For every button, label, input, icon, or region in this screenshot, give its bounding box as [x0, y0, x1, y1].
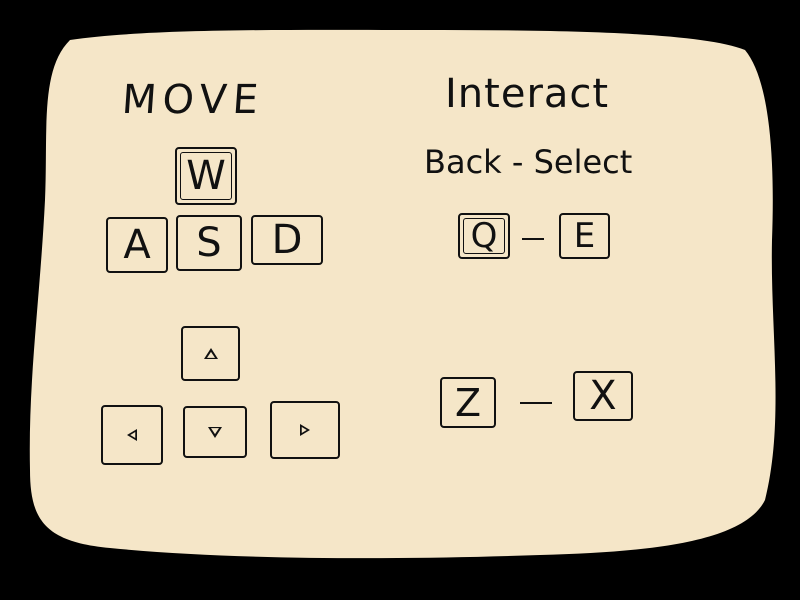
key-d-label: D	[271, 217, 303, 263]
key-q-inner-border	[463, 218, 505, 254]
key-z: Z	[440, 377, 496, 428]
key-e-label: E	[573, 216, 596, 256]
key-a-label: A	[123, 222, 151, 268]
interact-subtitle: Back - Select	[424, 143, 633, 181]
key-arrow-left	[101, 405, 163, 465]
key-e: E	[559, 213, 610, 259]
key-q: Q	[458, 213, 510, 259]
key-arrow-up	[181, 326, 240, 381]
interact-title: Interact	[445, 71, 610, 117]
key-x-label: X	[589, 373, 617, 419]
key-w-label: W	[186, 153, 226, 199]
key-d: D	[251, 215, 323, 265]
key-x: X	[573, 371, 633, 421]
key-s-label: S	[196, 220, 222, 266]
key-s: S	[176, 215, 242, 271]
key-arrow-down	[183, 406, 247, 458]
card-background	[29, 29, 776, 559]
key-z-label: Z	[454, 380, 482, 425]
key-arrow-right	[270, 401, 340, 459]
separator-dash-1	[522, 238, 544, 240]
key-w-inner-border	[180, 152, 232, 200]
move-title: MOVE	[120, 77, 266, 123]
key-a: A	[106, 217, 168, 273]
separator-dash-2	[520, 402, 552, 404]
key-q-label: Q	[470, 216, 498, 256]
key-w: W	[175, 147, 237, 205]
